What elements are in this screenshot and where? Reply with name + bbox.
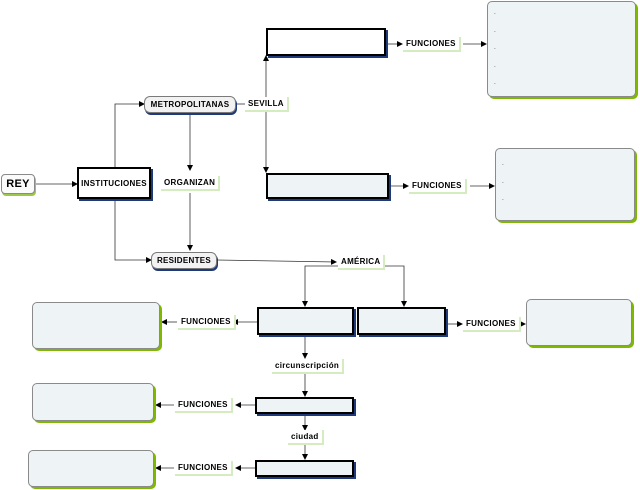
node-sevilla[interactable]: SEVILLA [245, 97, 289, 112]
note-america-left[interactable] [32, 302, 160, 349]
node-residentes[interactable]: RESIDENTES [151, 252, 217, 269]
box-circunscripcion[interactable] [255, 397, 354, 414]
box-america-left[interactable] [257, 307, 354, 335]
node-circunscripcion[interactable]: circunscripción [272, 359, 345, 374]
edge-instituciones-residentes [114, 200, 152, 263]
note-bullet: - [494, 28, 496, 35]
box-sevilla-bottom[interactable] [266, 173, 389, 199]
box-sevilla-top[interactable] [266, 28, 386, 56]
note-bullet: - [494, 63, 496, 70]
note-bullet: - [494, 11, 496, 17]
node-organizan[interactable]: ORGANIZAN [161, 176, 221, 191]
funciones-label-ciudad[interactable]: FUNCIONES [175, 461, 233, 476]
funciones-label-sevilla-top[interactable]: FUNCIONES [403, 37, 461, 52]
note-sevilla-bottom[interactable]: - - - [495, 148, 635, 221]
funciones-label-america-left[interactable]: FUNCIONES [178, 315, 236, 330]
note-america-right[interactable] [526, 299, 632, 346]
node-rey[interactable]: REY [1, 174, 35, 194]
note-bullet: - [502, 162, 504, 168]
edge-america-left-box [302, 265, 338, 307]
funciones-label-circunscripcion[interactable]: FUNCIONES [175, 398, 233, 413]
note-bullet: - [494, 46, 496, 52]
edge-instituciones-metropolitanas [114, 101, 145, 167]
node-america[interactable]: AMÉRICA [338, 255, 386, 270]
note-circunscripcion[interactable] [32, 383, 154, 421]
node-ciudad[interactable]: ciudad [288, 430, 324, 445]
note-bullet: - [502, 197, 504, 203]
box-america-right[interactable] [357, 307, 446, 335]
funciones-label-america-right[interactable]: FUNCIONES [463, 317, 521, 332]
note-sevilla-top[interactable]: - - - - - [487, 1, 636, 97]
node-instituciones[interactable]: INSTITUCIONES [77, 167, 151, 199]
note-bullet: - [502, 179, 504, 186]
edge-residentes-america [216, 258, 337, 265]
funciones-label-sevilla-bottom[interactable]: FUNCIONES [409, 179, 467, 194]
node-metropolitanas[interactable]: METROPOLITANAS [144, 96, 236, 113]
note-bullet: - [494, 81, 496, 87]
edge-america-right-box [384, 265, 407, 307]
note-ciudad[interactable] [28, 450, 154, 487]
box-ciudad[interactable] [255, 460, 354, 477]
